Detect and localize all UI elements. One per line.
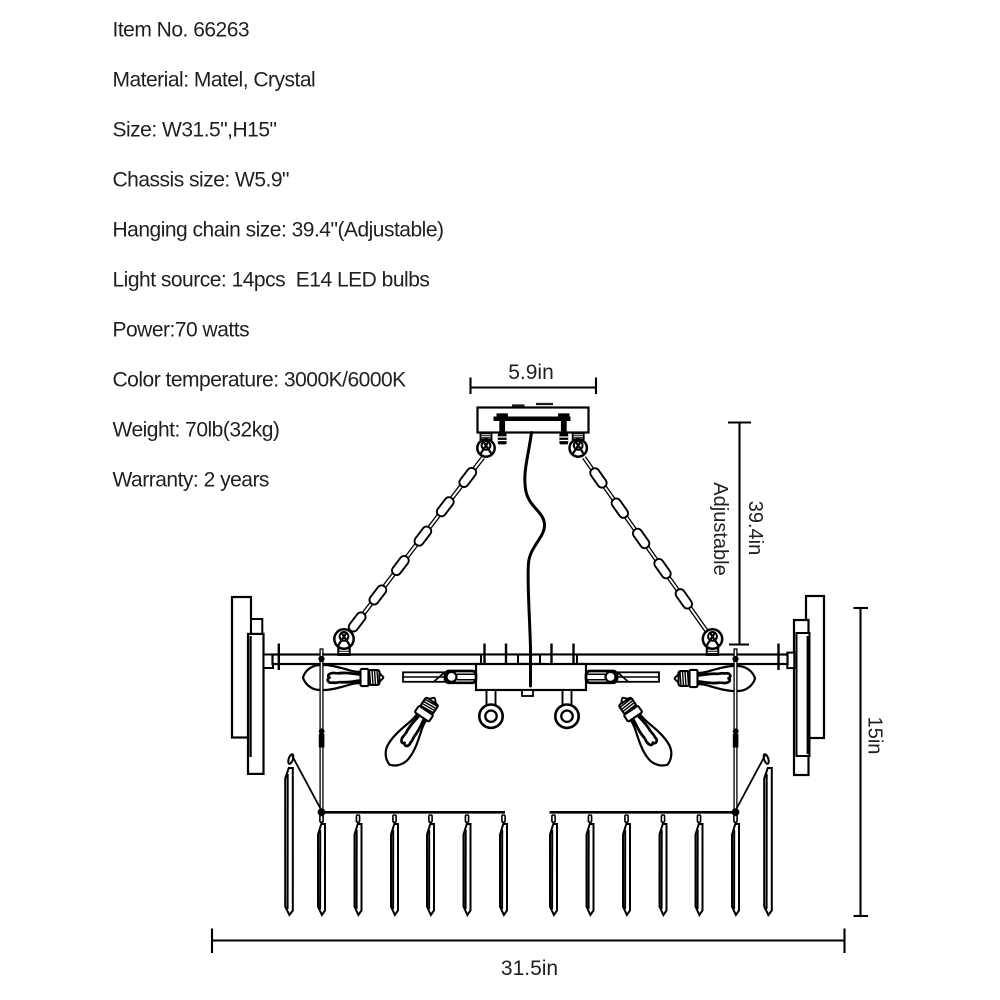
svg-text:15in: 15in [864,717,886,755]
svg-text:Light source: 14pcs E14 LED b: Light source: 14pcs E14 LED bulbs [113,269,430,292]
svg-text:Color temperature: 3000K/6000K: Color temperature: 3000K/6000K [113,369,407,392]
svg-text:Item No. 66263: Item No. 66263 [113,19,250,42]
svg-text:Material: Matel, Crystal: Material: Matel, Crystal [113,69,316,92]
svg-text:Hanging chain size: 39.4"(Adju: Hanging chain size: 39.4"(Adjustable) [113,219,444,242]
svg-text:5.9in: 5.9in [508,361,554,384]
svg-text:31.5in: 31.5in [501,957,558,980]
svg-text:Adjustable: Adjustable [709,482,731,575]
svg-text:Weight: 70lb(32kg): Weight: 70lb(32kg) [113,419,280,442]
svg-text:Power:70 watts: Power:70 watts [113,319,250,342]
svg-text:Chassis size: W5.9": Chassis size: W5.9" [113,169,290,192]
svg-text:39.4in: 39.4in [744,501,766,556]
svg-text:Size: W31.5",H15": Size: W31.5",H15" [113,119,277,142]
svg-text:Warranty: 2 years: Warranty: 2 years [113,469,269,492]
